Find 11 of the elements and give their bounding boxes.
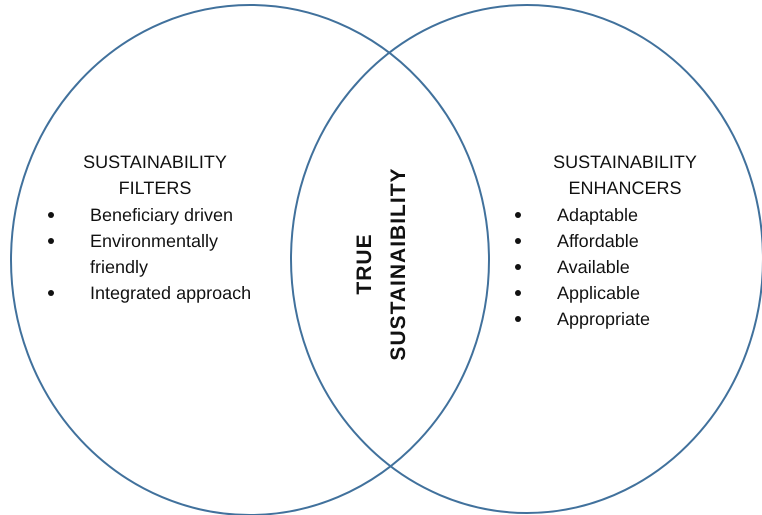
- bullet-item: Adaptable: [511, 202, 711, 228]
- bullet-item: Beneficiary driven: [44, 202, 254, 228]
- bullet-item: Available: [511, 254, 711, 280]
- bullet-item: Affordable: [511, 228, 711, 254]
- bullet-item: Applicable: [511, 280, 711, 306]
- section-heading: SUSTAINABILITY FILTERS: [82, 151, 228, 200]
- bullet-item: Environmentally friendly: [44, 228, 254, 280]
- overlap-label: TRUE SUSTAINAIBILITY: [352, 167, 411, 361]
- bullet-item: Integrated approach: [44, 280, 254, 306]
- section-heading: SUSTAINABILITY ENHANCERS: [552, 151, 698, 200]
- bullet-item: Appropriate: [511, 306, 711, 332]
